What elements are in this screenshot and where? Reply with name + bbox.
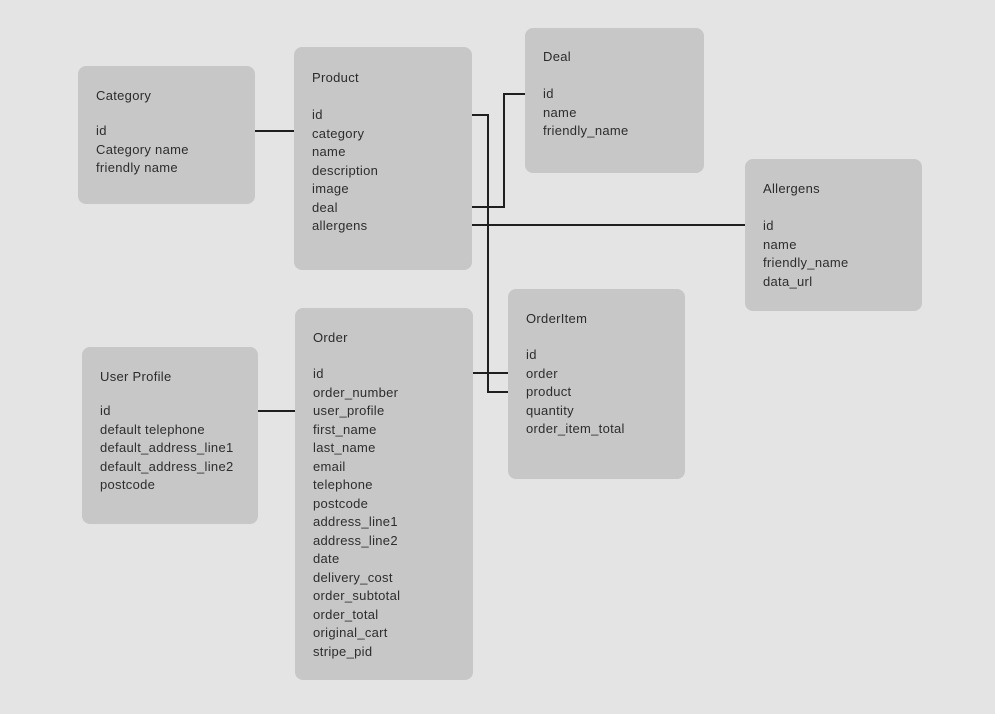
field-original-cart: original_cart: [313, 625, 388, 640]
entity-fields: id name friendly_name: [543, 85, 686, 141]
entity-orderitem[interactable]: OrderItem id order product quantity order_it…: [508, 289, 685, 479]
field-postcode: postcode: [100, 477, 156, 492]
edge-product-allergens-to-allergens-id: [373, 224, 758, 226]
field-order-subtotal: order_subtotal: [313, 588, 401, 603]
field-address-line1: address_line1: [313, 514, 398, 529]
entity-title: Category: [96, 88, 152, 103]
edge-product-deal-to-deal-id-segment: [503, 93, 505, 208]
entity-fields: id category name description image deal allerg…: [312, 106, 454, 236]
field-product: product: [526, 384, 572, 399]
entity-title: User Profile: [100, 369, 172, 384]
field-default-telephone: default telephone: [100, 421, 205, 437]
entity-user-profile[interactable]: User Profile id default telephone default_…: [82, 347, 258, 524]
edge-product-id-to-orderitem-product-segment: [487, 391, 520, 393]
edge-product-deal-to-deal-id-segment: [503, 93, 540, 95]
edge-product-id-to-orderitem-product-segment: [487, 114, 489, 393]
entity-title: Deal: [543, 49, 571, 64]
field-first-name: first_name: [313, 421, 377, 437]
entity-allergens[interactable]: Allergens id name friendly_name data_url: [745, 159, 922, 311]
field-order-total: order_total: [313, 606, 379, 622]
field-date: date: [313, 551, 340, 566]
field-id: id: [100, 403, 111, 418]
field-id: id: [543, 86, 554, 101]
field-name: name: [543, 104, 577, 120]
entity-title: Allergens: [763, 181, 820, 196]
field-user-profile: user_profile: [313, 403, 385, 418]
field-order-number: order_number: [313, 384, 399, 400]
field-postcode: postcode: [313, 495, 369, 511]
field-id: id: [526, 347, 537, 362]
field-friendly-name: friendly_name: [763, 255, 849, 270]
field-allergens: allergens: [312, 218, 368, 233]
field-name: name: [312, 144, 346, 159]
field-order: order: [526, 365, 558, 381]
field-stripe-pid: stripe_pid: [313, 643, 373, 659]
field-telephone: telephone: [313, 477, 373, 492]
field-friendly-name: friendly_name: [543, 123, 629, 138]
entity-title: Order: [313, 330, 348, 345]
field-default-address-line2: default_address_line2: [100, 458, 234, 474]
entity-fields: id default telephone default_address_line1…: [100, 402, 240, 495]
entity-deal[interactable]: Deal id name friendly_name: [525, 28, 704, 173]
entity-fields: id order product quantity order_item_total: [526, 346, 667, 439]
field-address-line2: address_line2: [313, 532, 398, 548]
field-category: category: [312, 125, 365, 141]
field-data-url: data_url: [763, 273, 813, 289]
field-image: image: [312, 181, 349, 196]
field-description: description: [312, 162, 379, 178]
field-id: id: [312, 107, 323, 122]
field-id: id: [313, 366, 324, 381]
entity-title: Product: [312, 70, 359, 85]
field-friendly-name: friendly name: [96, 160, 178, 175]
field-order-item-total: order_item_total: [526, 421, 625, 436]
field-delivery-cost: delivery_cost: [313, 569, 393, 585]
field-last-name: last_name: [313, 440, 376, 455]
field-quantity: quantity: [526, 402, 574, 418]
entity-product[interactable]: Product id category name description image de…: [294, 47, 472, 270]
field-id: id: [96, 123, 107, 138]
field-default-address-line1: default_address_line1: [100, 440, 234, 455]
field-deal: deal: [312, 199, 338, 215]
entity-title: OrderItem: [526, 311, 588, 326]
entity-order[interactable]: Order id order_number user_profile first_na…: [295, 308, 473, 680]
field-name: name: [763, 236, 797, 252]
entity-fields: id name friendly_name data_url: [763, 217, 904, 291]
field-category-name: Category name: [96, 141, 189, 157]
field-id: id: [763, 218, 774, 233]
field-email: email: [313, 458, 346, 474]
